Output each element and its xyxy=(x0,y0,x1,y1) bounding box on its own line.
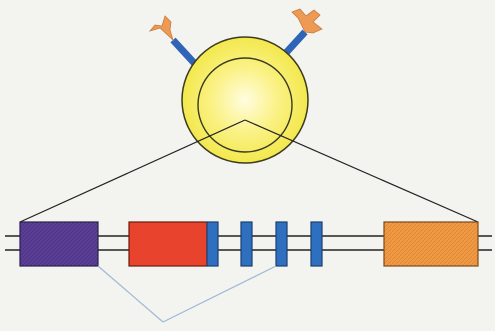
joining-line-left xyxy=(97,265,164,323)
blue-segment-4 xyxy=(310,221,323,267)
purple-segment xyxy=(19,221,99,267)
left-receptor xyxy=(148,15,199,68)
joining-lines xyxy=(97,265,277,323)
right-receptor-stem xyxy=(281,29,308,58)
zoom-line-left xyxy=(19,119,246,223)
blue-segment-1 xyxy=(206,221,219,267)
blue-segment-2 xyxy=(240,221,253,267)
y-shaped-receptor-icon xyxy=(148,15,174,42)
right-receptor xyxy=(281,8,323,58)
left-receptor-stem xyxy=(170,37,199,68)
blue-segment-3 xyxy=(275,221,288,267)
joining-line-right xyxy=(162,265,277,323)
zoom-line-right xyxy=(244,119,479,223)
gene-segments xyxy=(19,221,479,267)
cell-nucleus xyxy=(197,57,293,153)
orange-segment xyxy=(383,221,479,267)
cell-outer-membrane xyxy=(181,36,309,164)
red-segment xyxy=(128,221,208,267)
y-shaped-receptor-icon xyxy=(291,8,323,34)
cell-icon xyxy=(181,36,309,164)
